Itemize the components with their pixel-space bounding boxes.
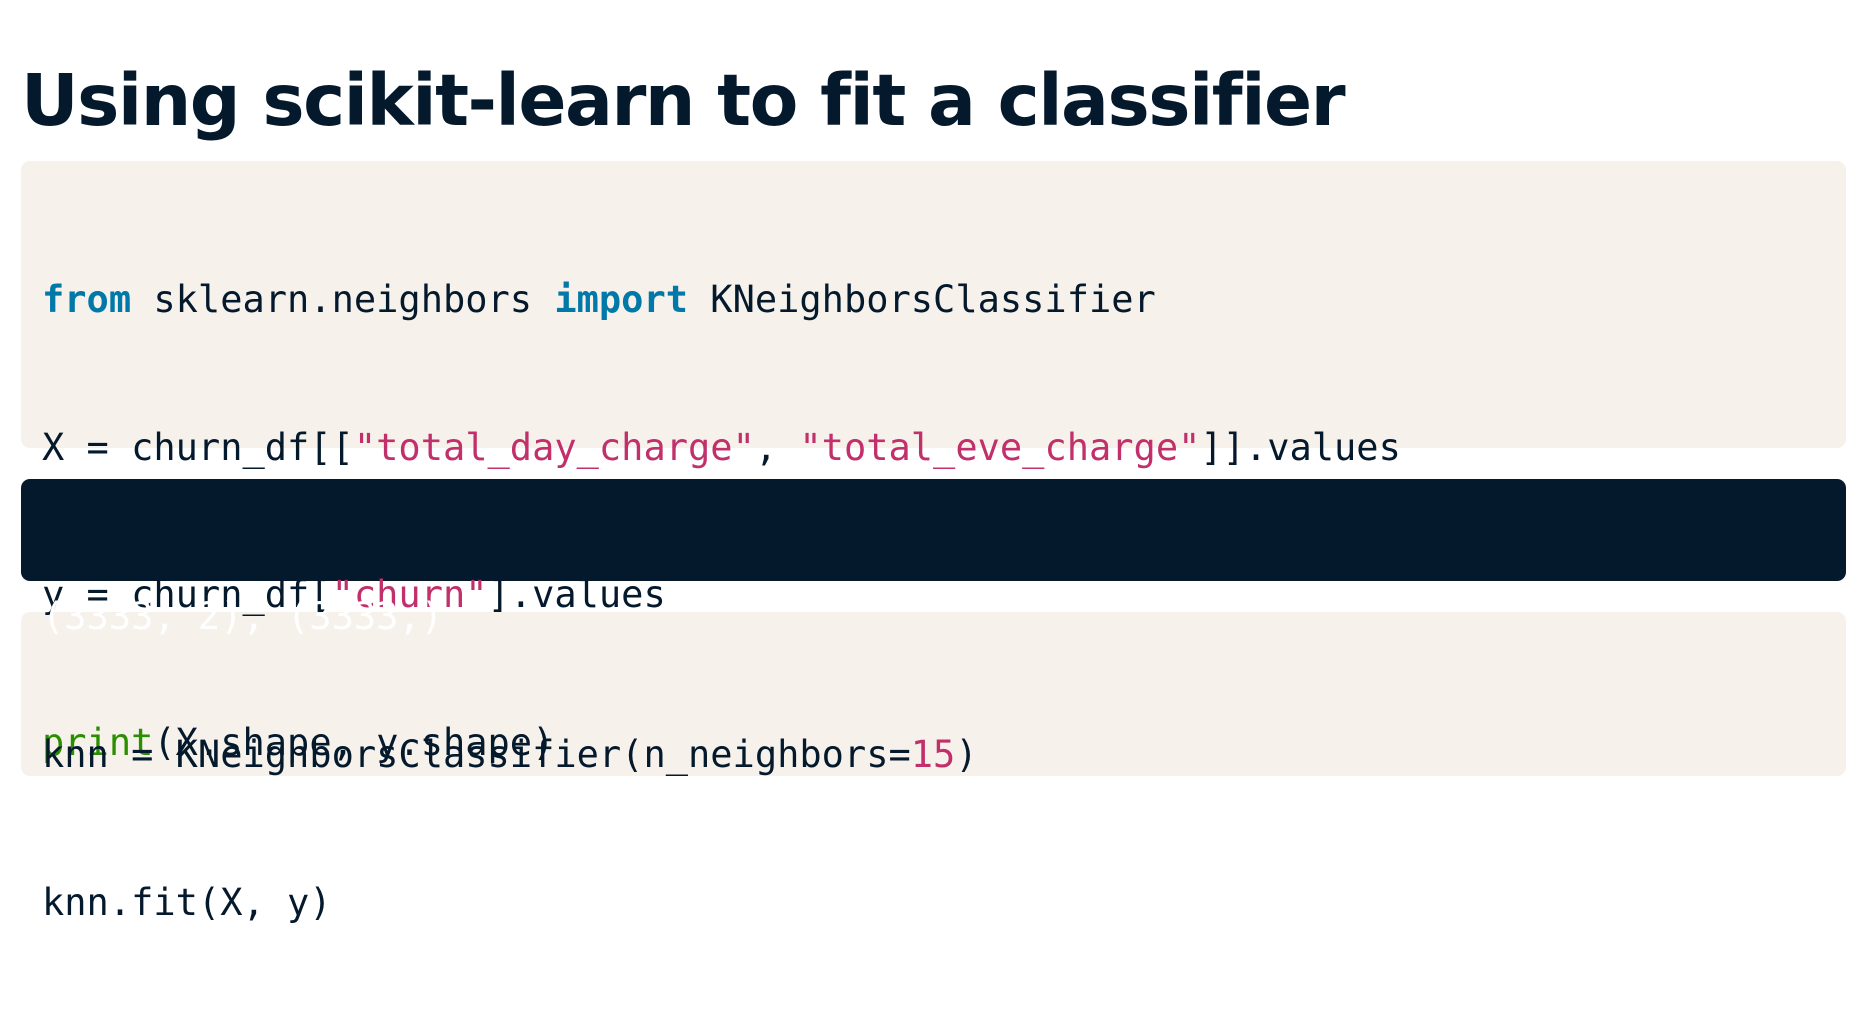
slide: Using scikit-learn to fit a classifier f… <box>21 0 1846 924</box>
code-text: , <box>754 425 800 469</box>
code-text: y = churn_df[ <box>42 573 332 616</box>
output-block[interactable]: (3333, 2), (3333,) <box>21 479 1846 638</box>
output-line: (3333, 2), (3333,) <box>42 595 443 638</box>
code-block-import[interactable]: from sklearn.neighbors import KNeighbors… <box>21 161 1846 764</box>
string-token: "total_eve_charge" <box>799 425 1201 469</box>
code-line: knn.fit(X, y) <box>42 880 332 924</box>
code-text: X = churn_df[[ <box>42 425 354 469</box>
code-line: knn = KNeighborsClassifier(n_neighbors=1… <box>42 724 1826 786</box>
code-text: ]].values <box>1200 425 1401 469</box>
code-text: ) <box>955 733 978 776</box>
string-token: "churn" <box>331 573 488 616</box>
code-line: y = churn_df["churn"].values <box>42 564 1826 626</box>
builtin-token: print <box>42 720 154 764</box>
page-title: Using scikit-learn to fit a classifier <box>21 59 1346 142</box>
code-text: (X.shape, y.shape) <box>153 720 555 764</box>
code-line: print(X.shape, y.shape) <box>42 712 1826 774</box>
code-line: X = churn_df[["total_day_charge", "total… <box>42 417 1826 479</box>
code-block-fit[interactable]: knn = KNeighborsClassifier(n_neighbors=1… <box>21 612 1846 924</box>
code-text: sklearn.neighbors <box>131 278 555 321</box>
code-text: ].values <box>487 573 666 616</box>
keyword-token: from <box>42 278 132 321</box>
keyword-token: import <box>554 278 689 321</box>
code-text: knn = KNeighborsClassifier(n_neighbors= <box>42 733 911 776</box>
code-text: KNeighborsClassifier <box>688 278 1156 321</box>
number-token: 15 <box>910 733 956 776</box>
code-line: from sklearn.neighbors import KNeighbors… <box>42 269 1826 331</box>
string-token: "total_day_charge" <box>353 425 755 469</box>
